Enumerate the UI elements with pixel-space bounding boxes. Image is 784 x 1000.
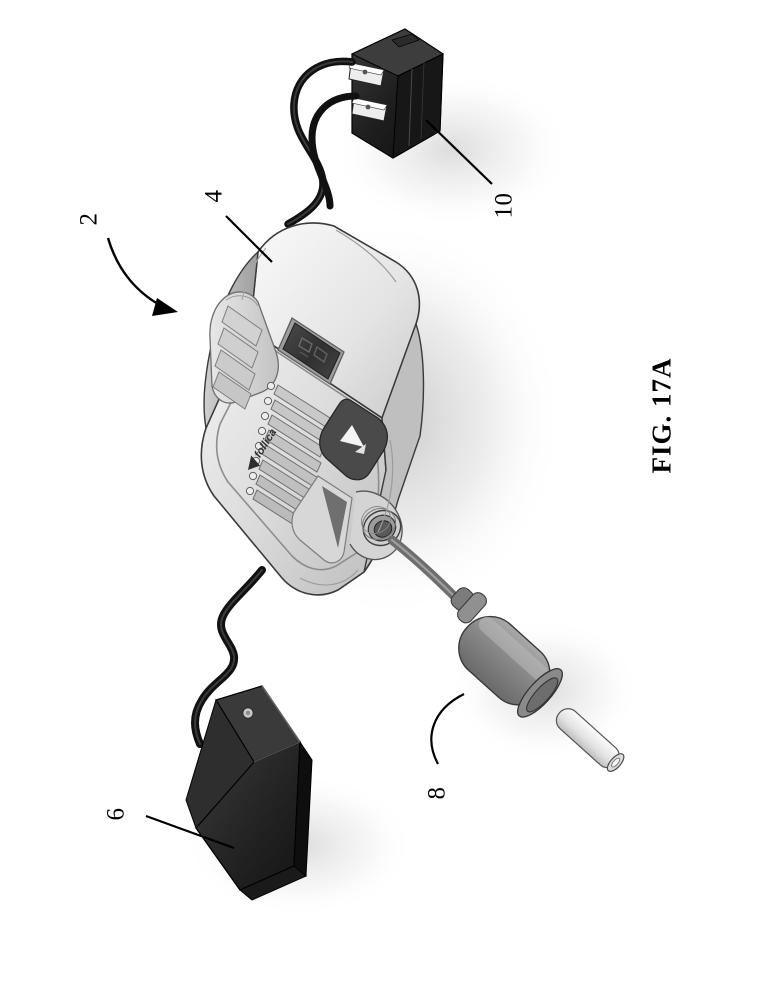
reference-numeral-2: 2: [75, 212, 103, 226]
leader-10: [425, 119, 493, 185]
reference-numeral-6: 6: [102, 807, 130, 821]
vent-grille: [209, 291, 279, 410]
power-cord: [284, 57, 360, 228]
reference-numeral-10: 10: [490, 192, 518, 219]
reference-numeral-4: 4: [200, 189, 228, 203]
handpiece[interactable]: [444, 580, 626, 774]
decrease-button[interactable]: [291, 475, 353, 564]
leader-8: [430, 693, 465, 765]
console-unit[interactable]: follica: [200, 222, 425, 596]
foot-pedal-cord: [191, 566, 266, 748]
lcd-display: [277, 317, 345, 385]
leader-lines: [106, 119, 493, 850]
reference-numeral-8: 8: [423, 786, 451, 800]
increase-button[interactable]: [319, 398, 389, 481]
power-adapter[interactable]: [348, 28, 445, 159]
foot-pedal[interactable]: [185, 685, 313, 901]
leader-6: [145, 814, 235, 850]
handpiece-connector-port[interactable]: [349, 490, 407, 561]
leader-2: [106, 237, 178, 316]
adapter-prong-lower: [351, 97, 388, 122]
figure-label: FIG. 17A: [646, 357, 677, 474]
adapter-prong-upper: [348, 62, 385, 87]
indicator-bar-group: [245, 381, 331, 533]
pedal-screw: [242, 707, 254, 719]
leader-4: [225, 215, 273, 263]
handpiece-cord: [387, 535, 459, 601]
